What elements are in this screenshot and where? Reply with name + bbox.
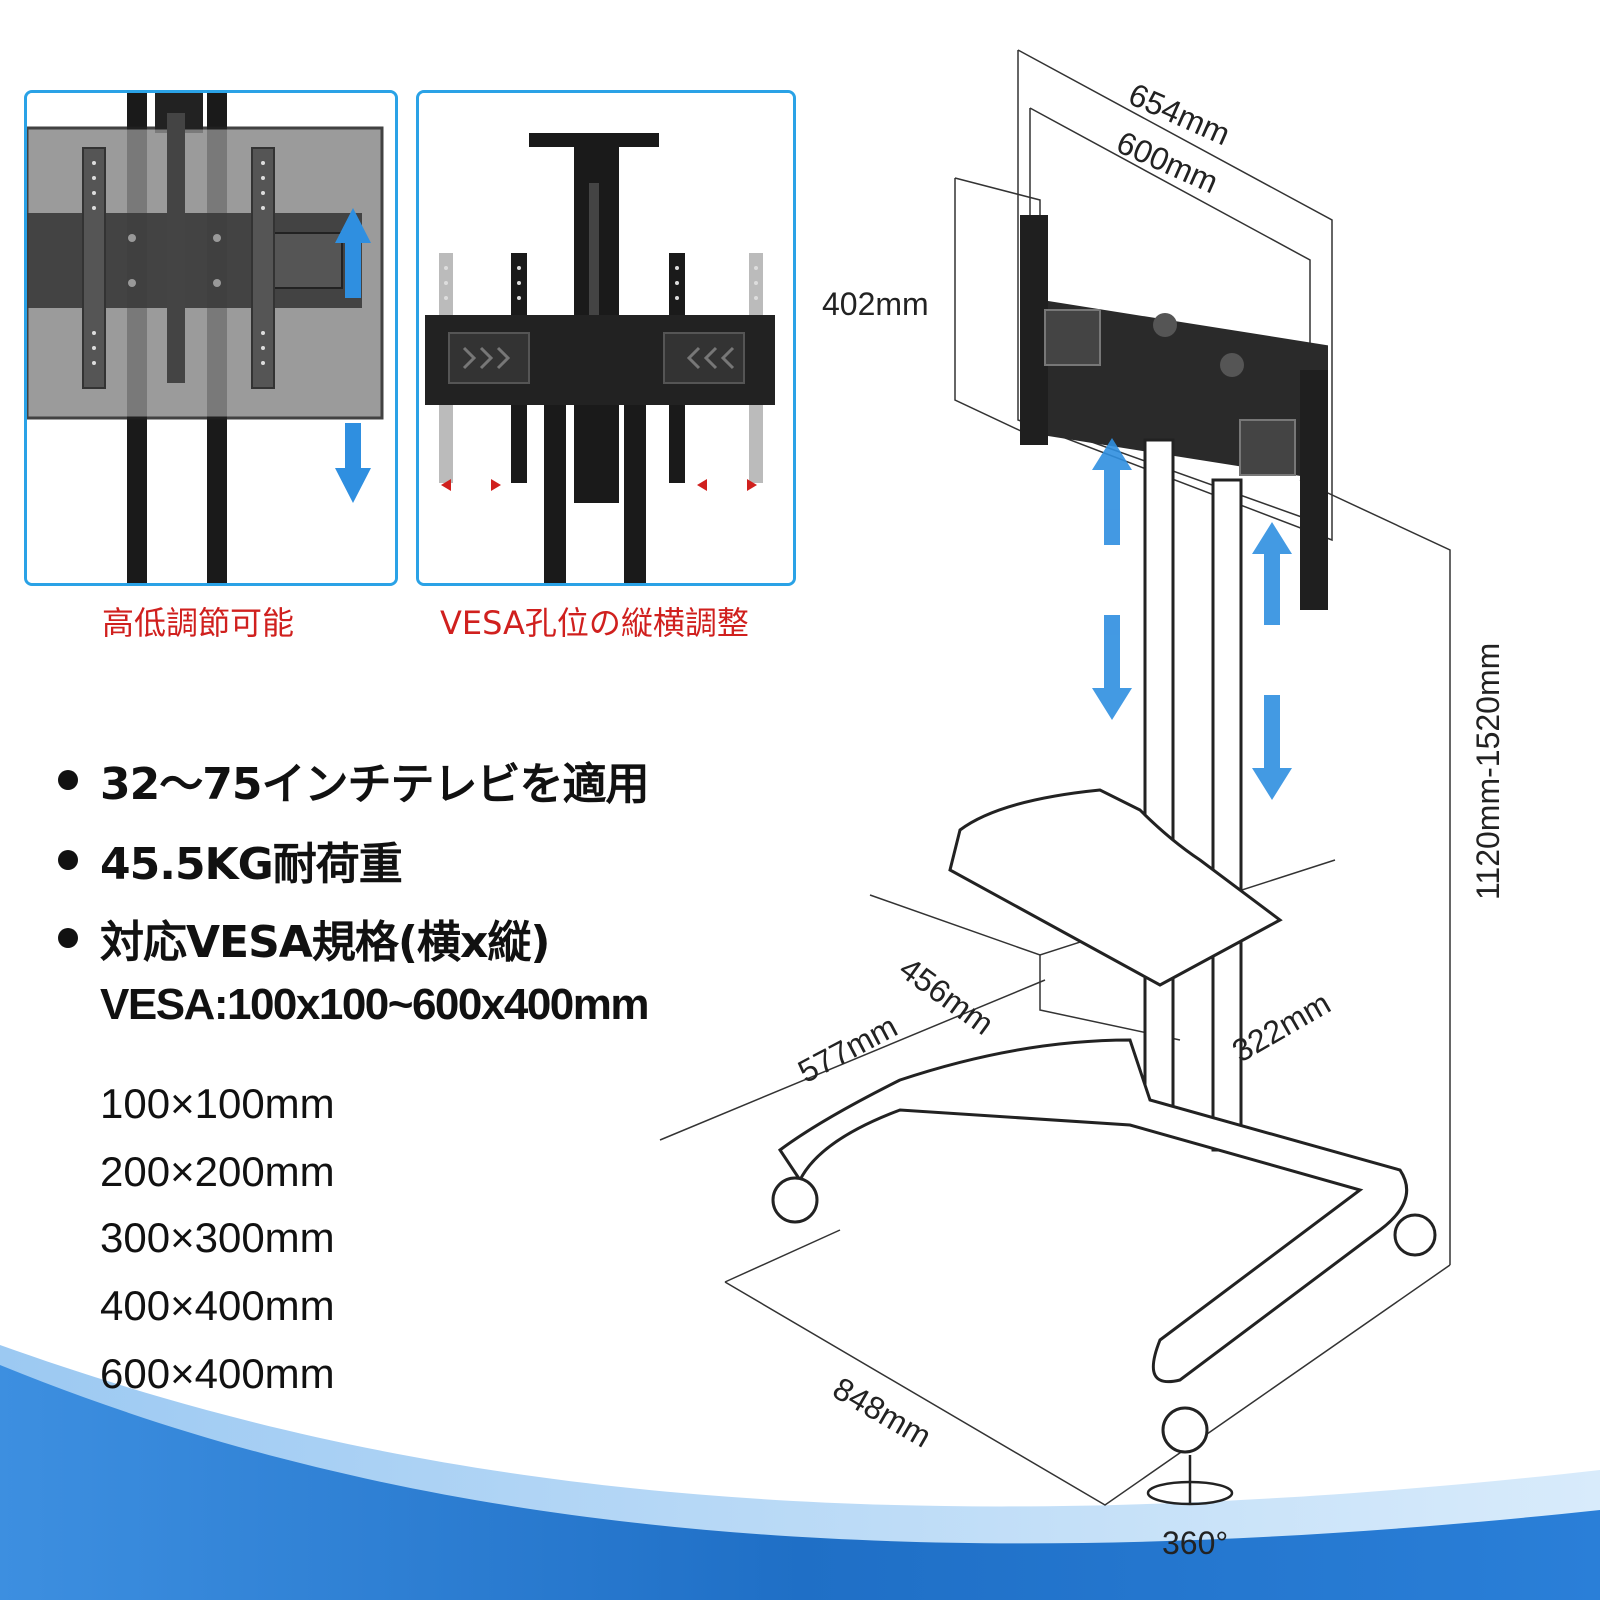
bullet-icon bbox=[58, 770, 78, 790]
down-arrow-icon bbox=[335, 423, 371, 503]
vesa-size-item: 200×200mm bbox=[100, 1148, 335, 1195]
vesa-size-item: 100×100mm bbox=[100, 1080, 335, 1127]
vesa-size-item: 300×300mm bbox=[100, 1214, 335, 1261]
feature-item-screen-size: 32～75インチテレビを適用 bbox=[58, 748, 649, 812]
dim-rotation: 360° bbox=[1162, 1525, 1229, 1561]
stand-dimension-diagram bbox=[659, 49, 1451, 1506]
vesa-adjust-caption: VESA孔位の縦横調整 bbox=[440, 604, 749, 642]
dim-total-height: 1120mm-1520mm bbox=[1470, 642, 1506, 900]
vesa-adjust-panel bbox=[416, 90, 796, 586]
feature-item-load: 45.5KG耐荷重 bbox=[58, 828, 403, 892]
dim-mount-height: 402mm bbox=[822, 286, 929, 322]
vesa-range: VESA:100x100~600x400mm bbox=[100, 980, 650, 1029]
vesa-size-item: 400×400mm bbox=[100, 1282, 335, 1329]
height-adjust-panel bbox=[24, 90, 398, 586]
vesa-adjust-illustration bbox=[419, 93, 793, 583]
bullet-icon bbox=[58, 928, 78, 948]
feature-item-vesa: 対応VESA規格(横x縦) bbox=[58, 906, 550, 970]
height-adjust-illustration bbox=[27, 93, 395, 583]
bullet-icon bbox=[58, 850, 78, 870]
vesa-size-item: 600×400mm bbox=[100, 1350, 335, 1397]
height-adjust-caption: 高低調節可能 bbox=[102, 604, 295, 642]
